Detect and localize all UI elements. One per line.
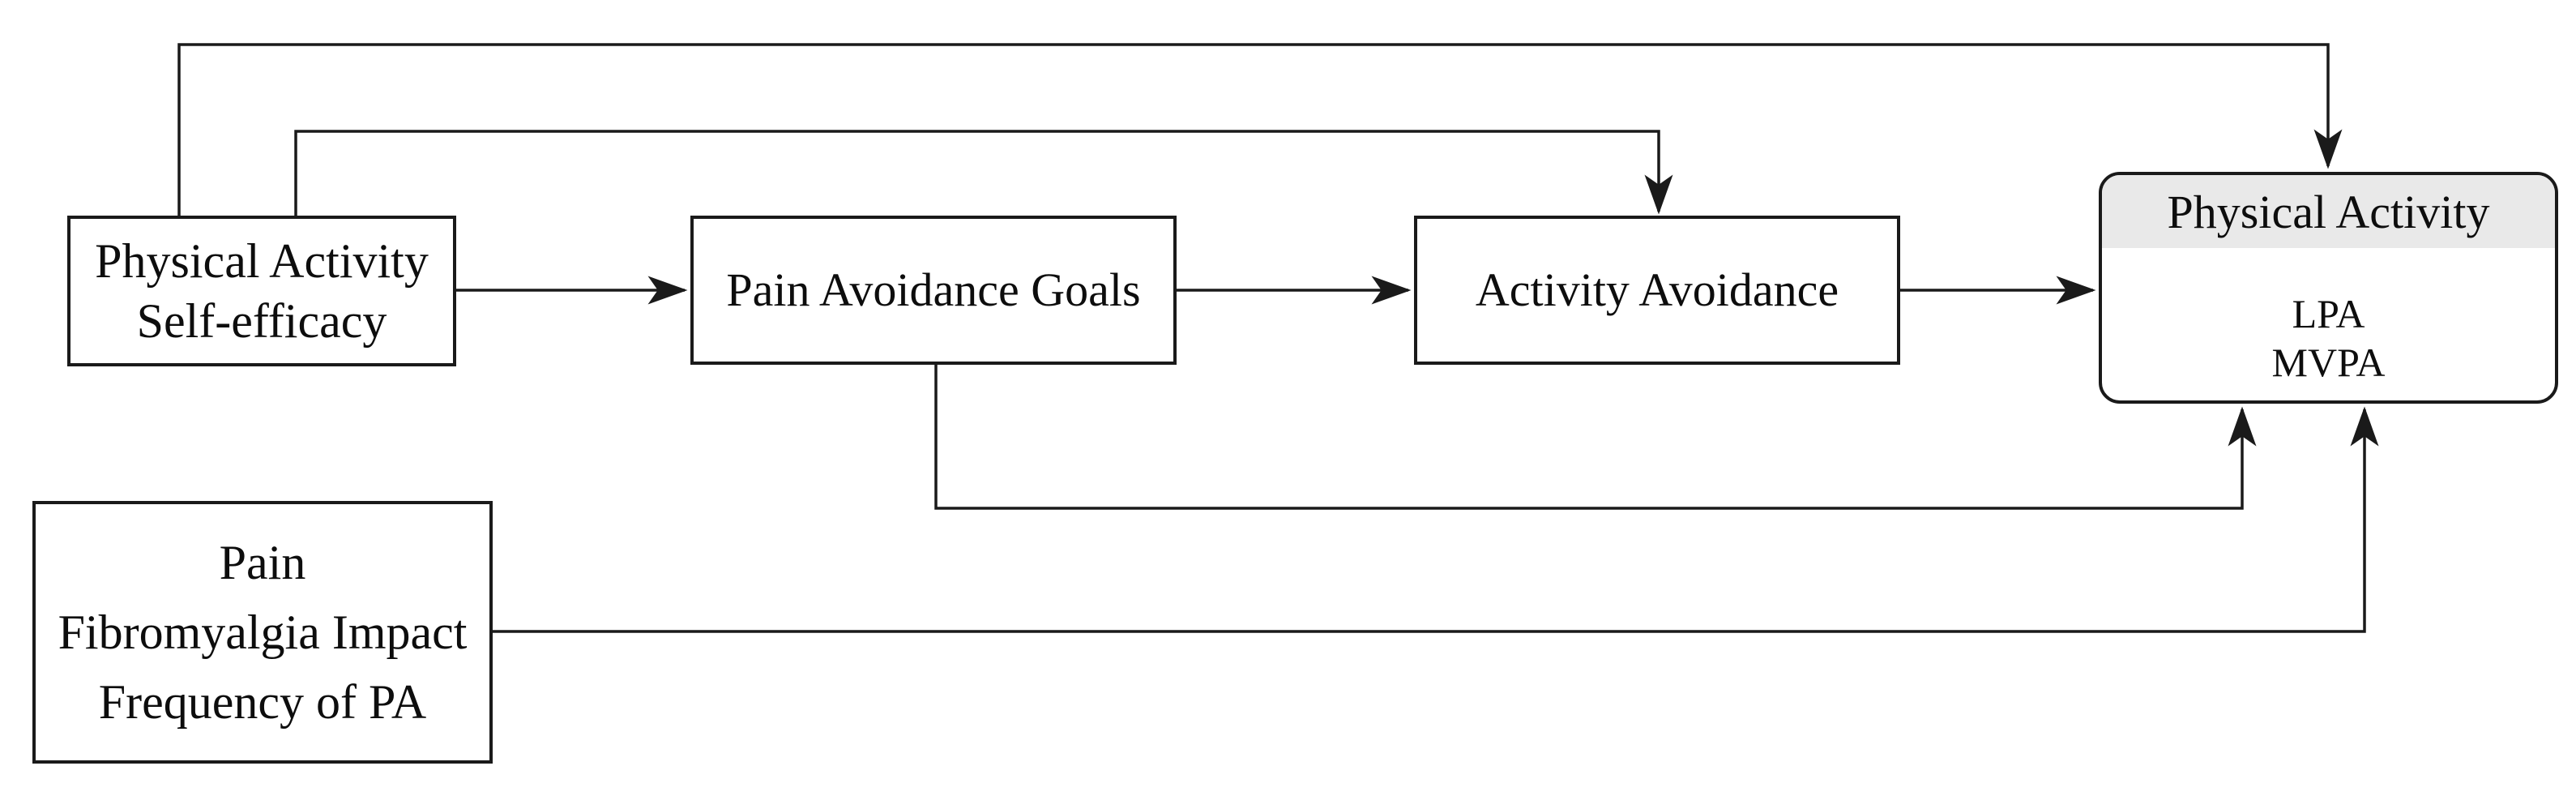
node-label-line: Frequency of PA <box>98 675 427 729</box>
node-header: Physical Activity <box>2102 175 2555 248</box>
node-label-line: Pain <box>219 536 306 589</box>
node-pain-avoidance-goals: Pain Avoidance Goals <box>690 216 1177 365</box>
node-body: LPA MVPA <box>2102 248 2555 400</box>
edge-pain-impact-to-physical-activity-bottom <box>493 406 2379 633</box>
node-physical-activity-outcome: Physical Activity LPA MVPA <box>2099 172 2558 404</box>
node-item-mvpa: MVPA <box>2271 340 2386 385</box>
node-physical-activity-self-efficacy: Physical Activity Self-efficacy <box>67 216 456 366</box>
node-title: Physical Activity <box>2167 185 2490 238</box>
node-item-lpa: LPA <box>2292 291 2365 336</box>
edge-pa-self-efficacy-to-activity-avoidance <box>294 130 1673 216</box>
edge-pain-avoidance-goals-to-physical-activity-bottom <box>934 365 2257 510</box>
node-label-line: Physical Activity <box>95 234 429 288</box>
node-label: Pain Avoidance Goals <box>726 263 1141 316</box>
edge-pa-self-efficacy-to-physical-activity <box>177 43 2343 216</box>
node-label: Activity Avoidance <box>1475 263 1839 316</box>
node-activity-avoidance: Activity Avoidance <box>1414 216 1900 365</box>
node-pain-fibromyalgia-impact-frequency: Pain Fibromyalgia Impact Frequency of PA <box>32 501 493 764</box>
node-label-line: Self-efficacy <box>136 294 387 348</box>
node-label-line: Fibromyalgia Impact <box>58 606 468 659</box>
